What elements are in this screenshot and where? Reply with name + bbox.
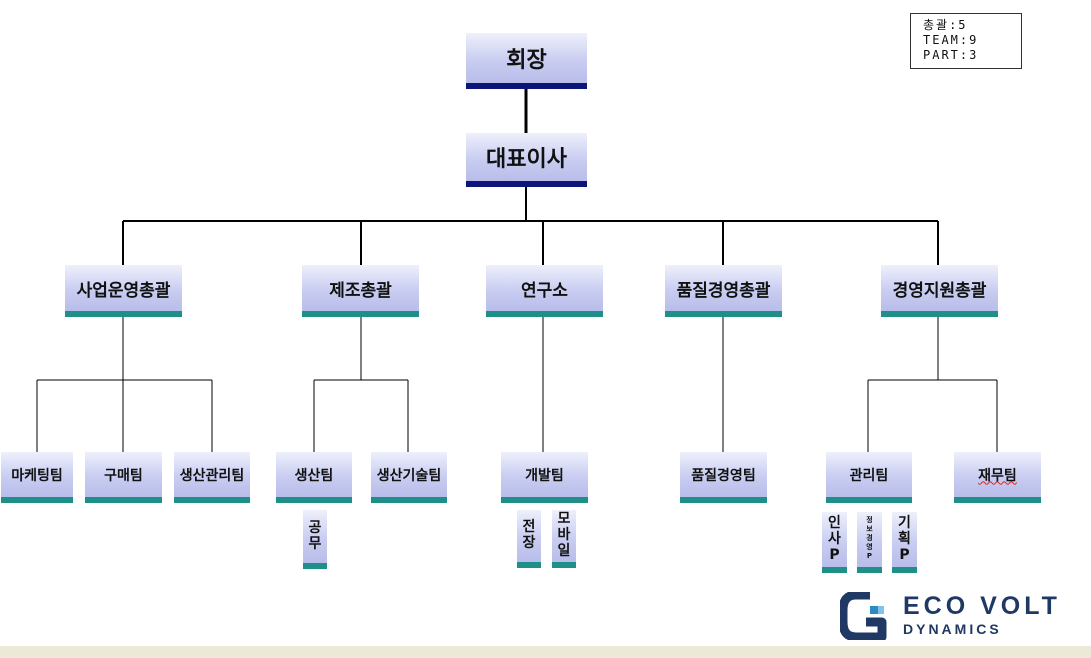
legend-part-count: PART:3 (923, 48, 979, 62)
team-label: 품질경영팀 (691, 467, 756, 484)
part-char: 일 (557, 543, 571, 559)
team-box[interactable]: 생산관리팀 (174, 452, 250, 503)
division-label: 품질경영총괄 (676, 280, 771, 301)
part-char: 전 (522, 519, 536, 535)
part-char: 경 (866, 534, 873, 542)
legend-division-count: 총괄:5 (923, 18, 968, 32)
logo-text-secondary: DYNAMICS (903, 621, 1002, 637)
team-label: 생산관리팀 (179, 467, 245, 484)
part-box[interactable]: 공 무 (303, 510, 327, 569)
part-box[interactable]: 모 바 일 (552, 510, 576, 568)
division-label: 제조총괄 (329, 280, 392, 301)
legend-team-count: TEAM:9 (923, 33, 979, 47)
team-box[interactable]: 생산팀 (276, 452, 352, 503)
team-label: 재무팀 (978, 467, 1017, 484)
chairman-box[interactable]: 회장 (466, 33, 587, 89)
part-char: 무 (308, 535, 322, 552)
team-label: 구매팀 (104, 467, 143, 484)
part-char: 공 (308, 519, 322, 536)
team-label: 생산팀 (294, 467, 334, 484)
company-logo: ECO VOLT DYNAMICS (840, 592, 1085, 640)
division-box[interactable]: 사업운영총괄 (65, 265, 182, 317)
part-box[interactable]: 기 획 P (892, 512, 917, 573)
footer-bar (0, 646, 1091, 658)
part-char: 바 (557, 527, 571, 543)
part-char: 기 (898, 514, 911, 531)
part-char: 영 (866, 543, 873, 551)
part-char: 인 (828, 514, 841, 531)
part-char: 모 (557, 511, 571, 527)
part-box[interactable]: 인 사 P (822, 512, 847, 573)
ceo-box[interactable]: 대표이사 (466, 133, 587, 187)
part-char: 장 (522, 535, 536, 551)
team-label: 관리팀 (849, 467, 889, 484)
ceo-label: 대표이사 (486, 147, 567, 172)
team-box[interactable]: 재무팀 (954, 452, 1041, 503)
team-box[interactable]: 관리팀 (826, 452, 912, 503)
division-box[interactable]: 품질경영총괄 (665, 265, 782, 317)
division-box[interactable]: 제조총괄 (302, 265, 419, 317)
logo-text-primary: ECO VOLT (903, 592, 1061, 620)
team-label: 개발팀 (525, 467, 564, 484)
part-char: 획 (898, 530, 911, 547)
division-label: 경영지원총괄 (892, 280, 987, 301)
part-box[interactable]: 전 장 (517, 510, 541, 568)
logo-mark-icon (840, 592, 887, 640)
part-char: 정 (866, 516, 873, 524)
team-label: 마케팅팀 (11, 467, 63, 484)
part-char: P (899, 546, 910, 563)
team-box[interactable]: 품질경영팀 (680, 452, 767, 503)
team-box[interactable]: 구매팀 (85, 452, 162, 503)
summary-legend: 총괄:5 TEAM:9 PART:3 (910, 13, 1022, 69)
team-box[interactable]: 마케팅팀 (1, 452, 73, 503)
team-box[interactable]: 생산기술팀 (371, 452, 447, 503)
part-char: 사 (828, 530, 841, 547)
part-box[interactable]: 정 보 경 영 P (857, 512, 882, 573)
part-char: P (829, 546, 840, 563)
team-label: 생산기술팀 (376, 467, 442, 484)
division-box[interactable]: 연구소 (486, 265, 603, 317)
part-char: 보 (866, 525, 873, 533)
chairman-label: 회장 (506, 48, 547, 73)
division-label: 사업운영총괄 (76, 280, 171, 301)
division-box[interactable]: 경영지원총괄 (881, 265, 998, 317)
team-box[interactable]: 개발팀 (501, 452, 588, 503)
part-char: P (866, 552, 873, 560)
division-label: 연구소 (521, 280, 568, 301)
